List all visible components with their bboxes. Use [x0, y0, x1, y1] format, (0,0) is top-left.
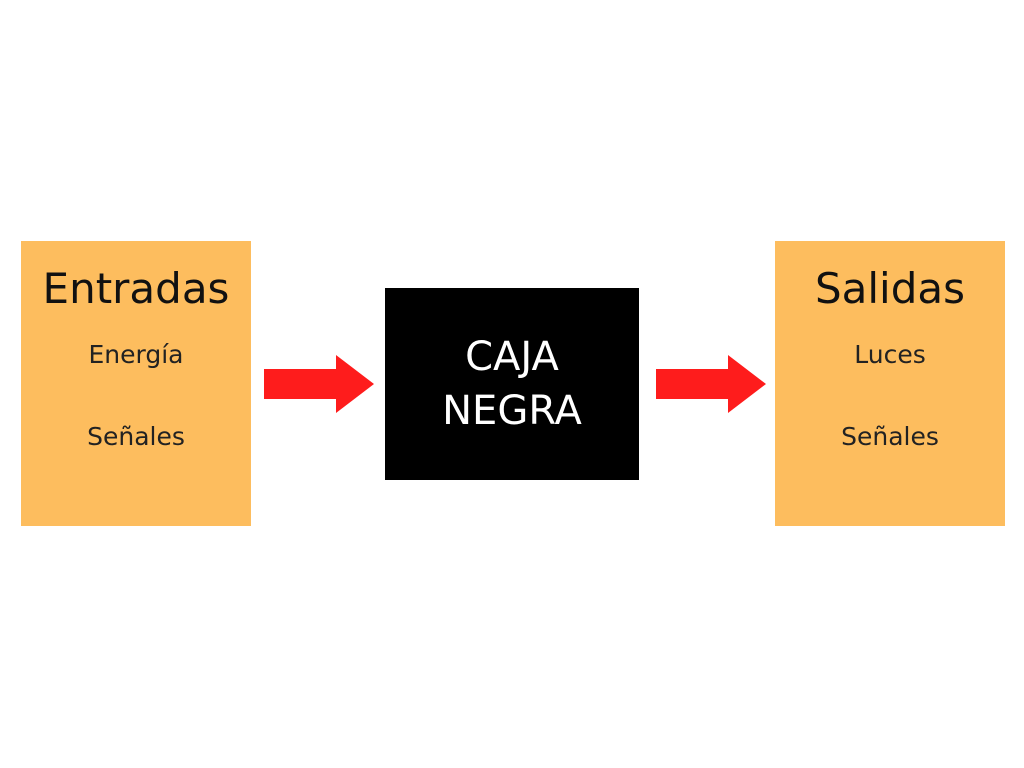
input-item-signals: Señales [87, 422, 185, 451]
outputs-title: Salidas [814, 264, 965, 313]
right-arrow-icon [656, 355, 766, 413]
arrow-shape [264, 355, 374, 413]
arrow-shape [656, 355, 766, 413]
black-box-line-1: CAJA [465, 334, 559, 380]
inputs-box: Entradas Energía Señales [21, 241, 251, 526]
input-item-energy: Energía [88, 340, 184, 369]
right-arrow-icon [264, 355, 374, 413]
black-box: CAJA NEGRA [385, 288, 639, 480]
inputs-title: Entradas [42, 264, 230, 313]
outputs-box: Salidas Luces Señales [775, 241, 1005, 526]
output-item-signals: Señales [841, 422, 939, 451]
black-box-line-2: NEGRA [442, 388, 582, 434]
output-item-lights: Luces [854, 340, 926, 369]
